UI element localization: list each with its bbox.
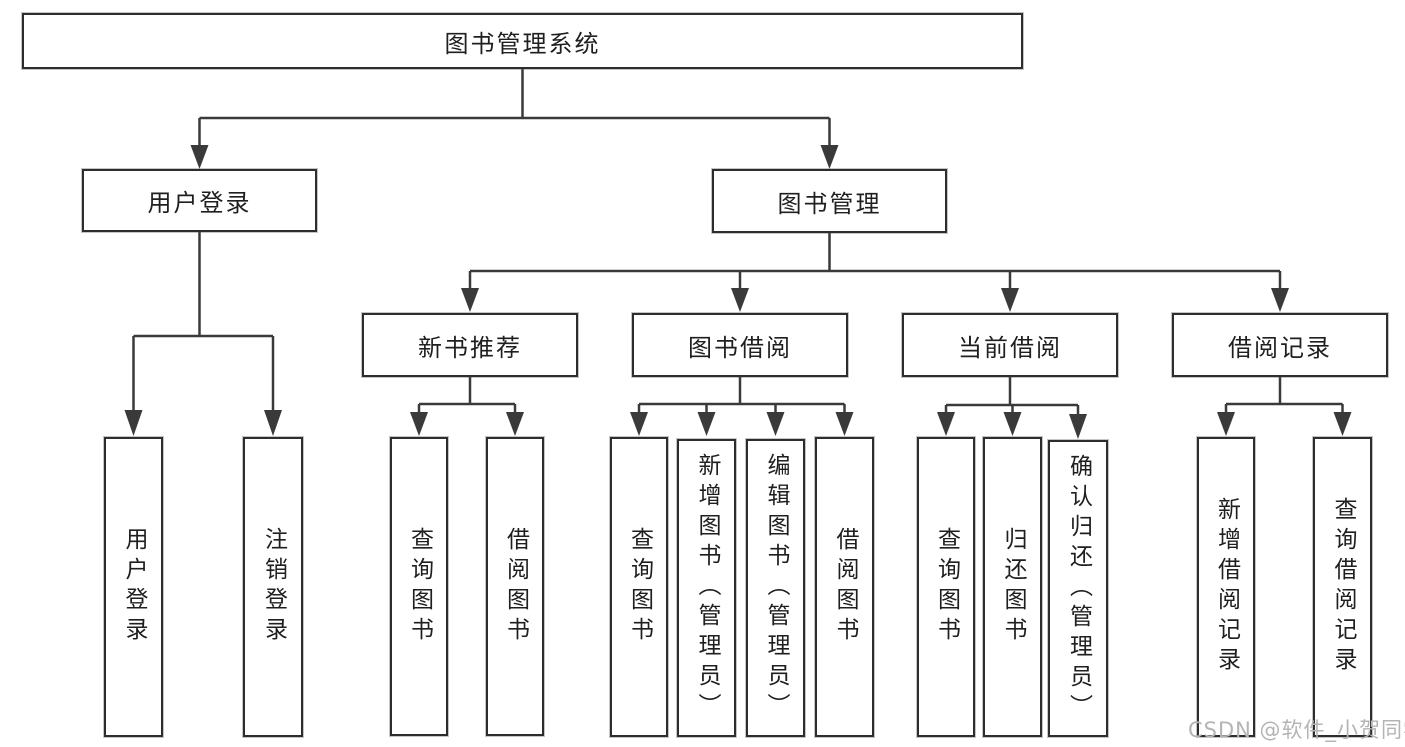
leaf-add-borrow-record: 新增借阅记录 bbox=[1197, 437, 1255, 737]
node-new-book-recommend: 新书推荐 bbox=[362, 313, 578, 377]
csdn-watermark: CSDN @软件_小贺同学 bbox=[1188, 718, 1405, 742]
leaf-confirm-return-admin: 确认归还（管理员） bbox=[1048, 440, 1108, 737]
node-current-borrow: 当前借阅 bbox=[902, 313, 1118, 377]
leaf-query-books-3: 查询图书 bbox=[917, 437, 975, 737]
node-root-system: 图书管理系统 bbox=[22, 13, 1023, 69]
connector-current-to-leaves bbox=[937, 377, 1087, 439]
leaf-query-books-2: 查询图书 bbox=[610, 437, 668, 737]
connector-userlogin-to-leaves bbox=[124, 232, 282, 436]
leaf-add-books-admin: 新增图书（管理员） bbox=[677, 439, 736, 737]
connector-newbooks-to-leaves bbox=[410, 377, 524, 436]
connector-records-to-leaves bbox=[1217, 377, 1352, 436]
leaf-edit-books-admin: 编辑图书（管理员） bbox=[746, 439, 805, 737]
leaf-return-books: 归还图书 bbox=[983, 437, 1042, 737]
node-borrow-records: 借阅记录 bbox=[1172, 313, 1388, 377]
leaf-borrow-books-2: 借阅图书 bbox=[815, 437, 874, 737]
connector-root-to-level2 bbox=[190, 69, 839, 169]
node-book-management: 图书管理 bbox=[712, 169, 947, 233]
leaf-logout: 注销登录 bbox=[243, 437, 303, 737]
node-user-login: 用户登录 bbox=[82, 169, 317, 232]
node-book-borrow: 图书借阅 bbox=[632, 313, 848, 377]
leaf-borrow-books-1: 借阅图书 bbox=[486, 437, 544, 736]
connector-borrow-to-leaves bbox=[630, 377, 854, 436]
connector-bookmgmt-to-level3 bbox=[461, 233, 1289, 312]
leaf-query-borrow-record: 查询借阅记录 bbox=[1313, 437, 1372, 737]
leaf-user-login: 用户登录 bbox=[104, 437, 163, 737]
leaf-query-books-1: 查询图书 bbox=[390, 437, 448, 736]
